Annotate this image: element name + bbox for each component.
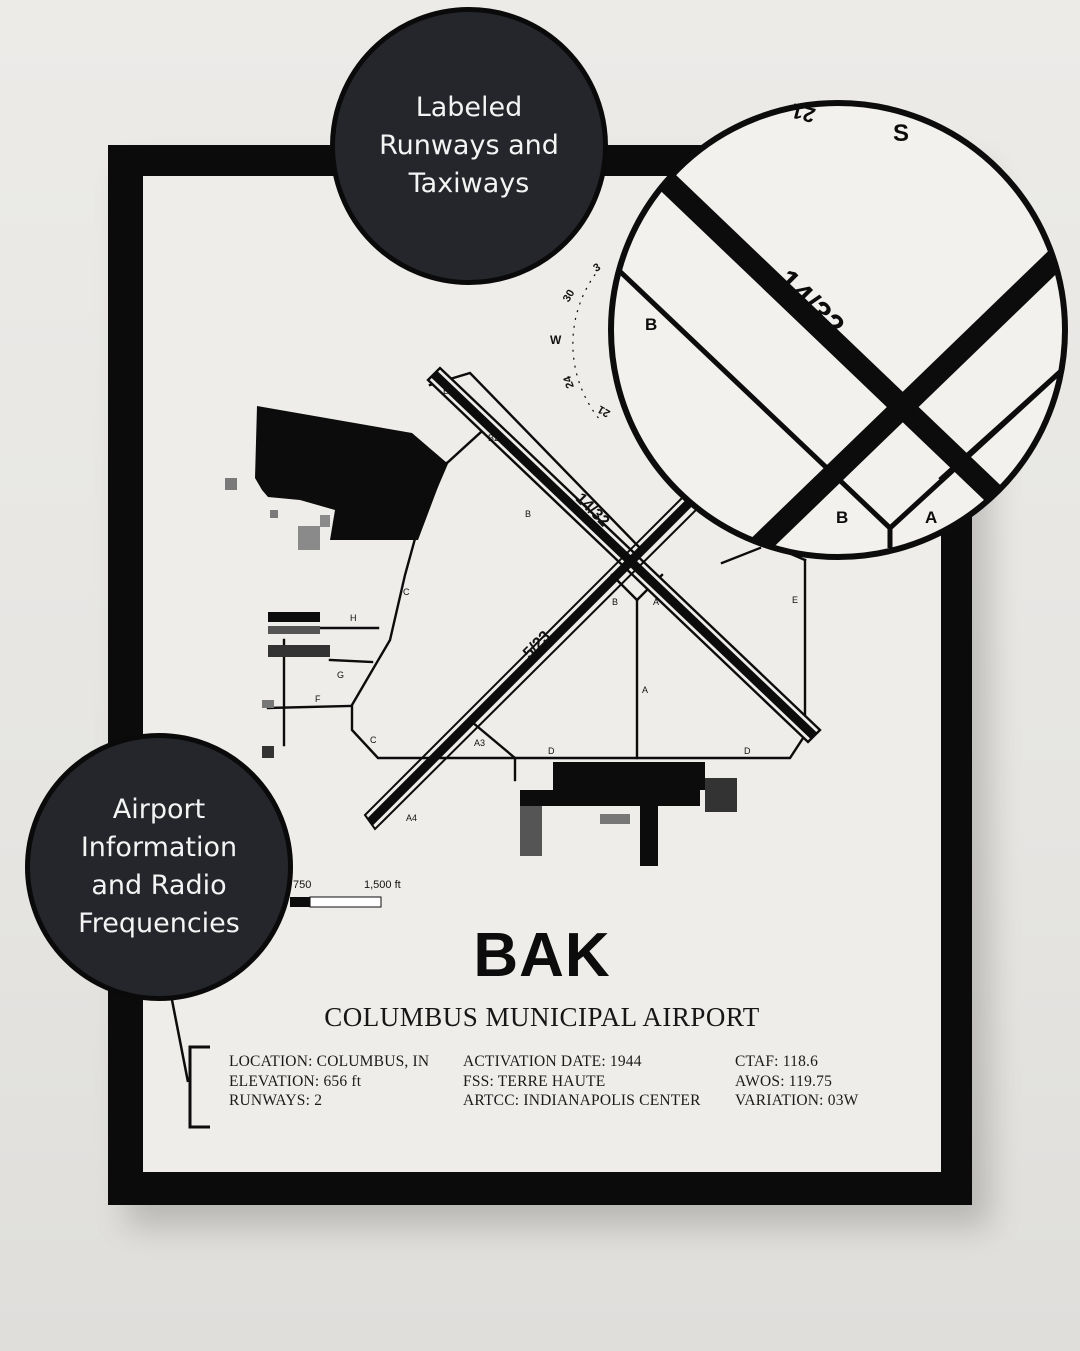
taxiway-c-path [350, 461, 807, 760]
taxiway-label: B [612, 597, 619, 607]
scale-bar-dark [290, 897, 310, 907]
taxiway-label: C [403, 587, 410, 597]
zoom-taxiway-label: B [836, 508, 849, 527]
callout-pointer [170, 999, 190, 1083]
info-column-3: CTAF: 118.6 AWOS: 119.75 VARIATION: 03W [735, 1052, 859, 1111]
taxiway-label: E [792, 595, 799, 605]
info-line: LOCATION: COLUMBUS, IN [229, 1053, 430, 1070]
runway-5-23-label: 5/23 [520, 627, 555, 663]
info-line: CTAF: 118.6 [735, 1053, 819, 1070]
taxiway-label: C [370, 735, 377, 745]
info-line: VARIATION: 03W [735, 1092, 859, 1109]
compass-label: W [550, 333, 562, 347]
apron-south [520, 762, 737, 866]
taxiway-label: G [337, 670, 345, 680]
compass-label: 30 [560, 287, 578, 305]
taxiway-label: A [653, 597, 660, 607]
info-line: FSS: TERRE HAUTE [463, 1072, 606, 1090]
taxiway-label: B [525, 509, 532, 519]
taxiway-label: B1 [443, 386, 455, 396]
zoom-detail [611, 103, 1065, 557]
zoom-compass-label: S [893, 120, 910, 147]
callout-airport-info: Airport Information and Radio Frequencie… [25, 733, 293, 1001]
info-line: ARTCC: INDIANAPOLIS CENTER [463, 1092, 701, 1109]
compass-label: 3 [591, 261, 603, 275]
apron-west [225, 406, 447, 550]
scale-end-label: 1,500 ft [364, 879, 401, 891]
zoom-taxiway-label: A [925, 508, 938, 527]
info-column-2: ACTIVATION DATE: 1944 FSS: TERRE HAUTE A… [463, 1052, 701, 1111]
taxiway-a3-connector [470, 720, 517, 760]
taxiway-label: A4 [406, 813, 418, 823]
airport-code-title: BAK [473, 921, 611, 990]
hangars-west [262, 612, 330, 758]
info-line: ELEVATION: 656 ft [229, 1072, 362, 1090]
airport-name: COLUMBUS MUNICIPAL AIRPORT [324, 1002, 760, 1032]
callout-text: Labeled Runways and Taxiways [379, 92, 559, 199]
taxiway-label: A3 [474, 738, 486, 748]
taxiway-g-path [328, 658, 374, 664]
info-column-1: LOCATION: COLUMBUS, IN ELEVATION: 656 ft… [229, 1052, 429, 1111]
zoom-taxiway-label: B [645, 315, 658, 334]
compass-label: 21 [595, 402, 613, 420]
taxiway-label: A [642, 685, 649, 695]
taxiway-label: H [350, 613, 357, 623]
taxiway-f-path [266, 704, 352, 710]
taxiway-label: D [744, 746, 751, 756]
pointer-line [720, 546, 762, 565]
info-line: AWOS: 119.75 [735, 1072, 833, 1090]
info-bracket [188, 1045, 210, 1129]
taxiway-label: B2 [488, 433, 500, 443]
scale-mid-label: 750 [293, 879, 312, 891]
zoom-circle-border [608, 100, 1068, 560]
info-line: ACTIVATION DATE: 1944 [463, 1053, 642, 1070]
taxiway-label: D [548, 746, 555, 756]
runway-14-32-label: 14/32 [571, 490, 613, 531]
callout-runways-taxiways: Labeled Runways and Taxiways [330, 7, 608, 285]
scale-bar-light [309, 896, 382, 908]
callout-text: Airport Information and Radio Frequencie… [78, 794, 240, 939]
taxiway-label: F [315, 694, 321, 704]
info-line: RUNWAYS: 2 [229, 1092, 323, 1109]
compass-label: 24 [561, 374, 577, 390]
runway-5-23 [366, 488, 704, 826]
